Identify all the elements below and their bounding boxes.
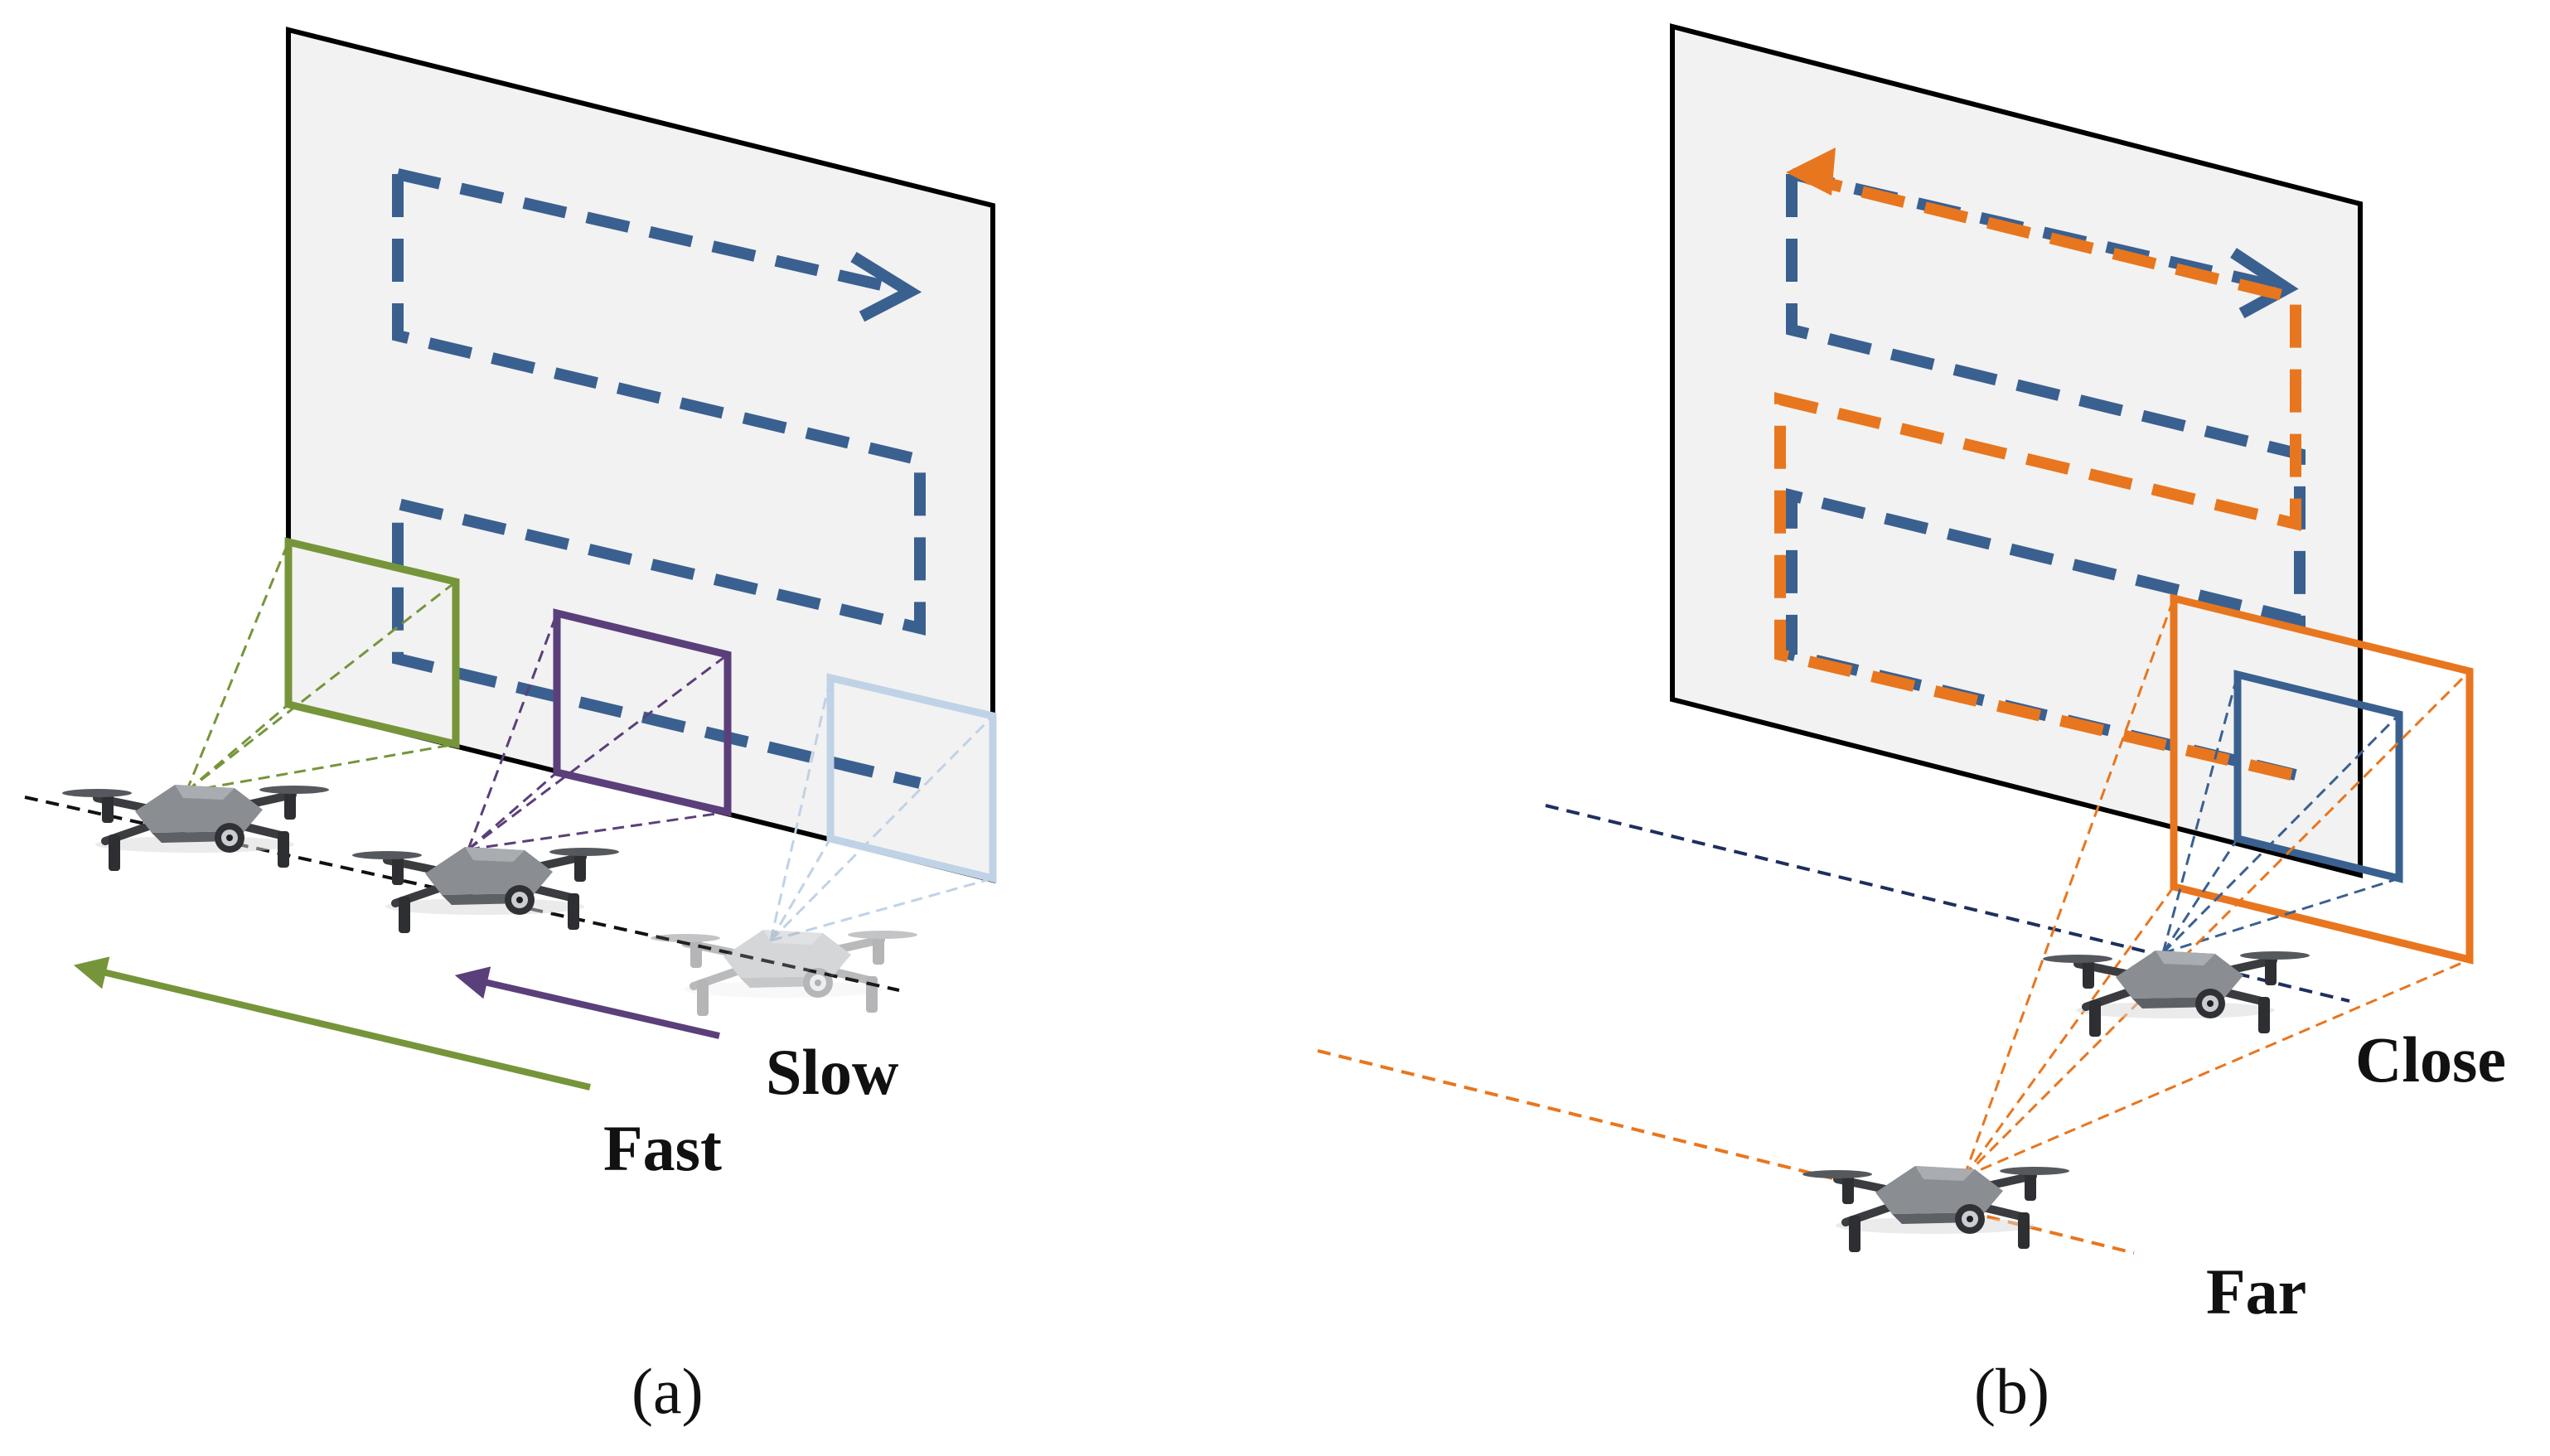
frustum-close bbox=[2161, 674, 2401, 955]
label-close: Close bbox=[2355, 1023, 2506, 1096]
caption-b: (b) bbox=[1974, 1355, 2049, 1427]
caption-a: (a) bbox=[631, 1355, 704, 1427]
footprint-green bbox=[284, 537, 460, 749]
arrow-fast bbox=[73, 956, 591, 1091]
drone-fast bbox=[62, 785, 329, 871]
frustum-purple bbox=[467, 612, 728, 851]
panel-b-blue-arrowhead bbox=[2230, 248, 2299, 319]
label-slow: Slow bbox=[766, 1036, 898, 1108]
footprint-light bbox=[826, 673, 997, 883]
panel-a-path-arrowhead bbox=[850, 252, 922, 322]
panel-a-scan-path bbox=[392, 168, 926, 789]
frustum-light bbox=[769, 677, 994, 942]
label-far: Far bbox=[2206, 1255, 2306, 1328]
arrow-slow bbox=[454, 966, 720, 1039]
frustum-green bbox=[185, 541, 457, 793]
panel-b-scan-path-orange bbox=[1774, 172, 2301, 781]
drone-far bbox=[1802, 1166, 2069, 1252]
drone-slow bbox=[651, 930, 917, 1016]
panel-a: Slow Fast (a) bbox=[24, 27, 997, 1427]
panel-b-orange-arrowhead bbox=[1786, 148, 1836, 196]
label-fast: Fast bbox=[603, 1112, 722, 1184]
track-close bbox=[1545, 804, 2350, 1003]
drone-medium bbox=[352, 847, 619, 933]
frustum-far bbox=[1962, 597, 2471, 1178]
drone-close bbox=[2043, 951, 2310, 1037]
panel-b: Close Far (b) bbox=[1317, 23, 2506, 1427]
